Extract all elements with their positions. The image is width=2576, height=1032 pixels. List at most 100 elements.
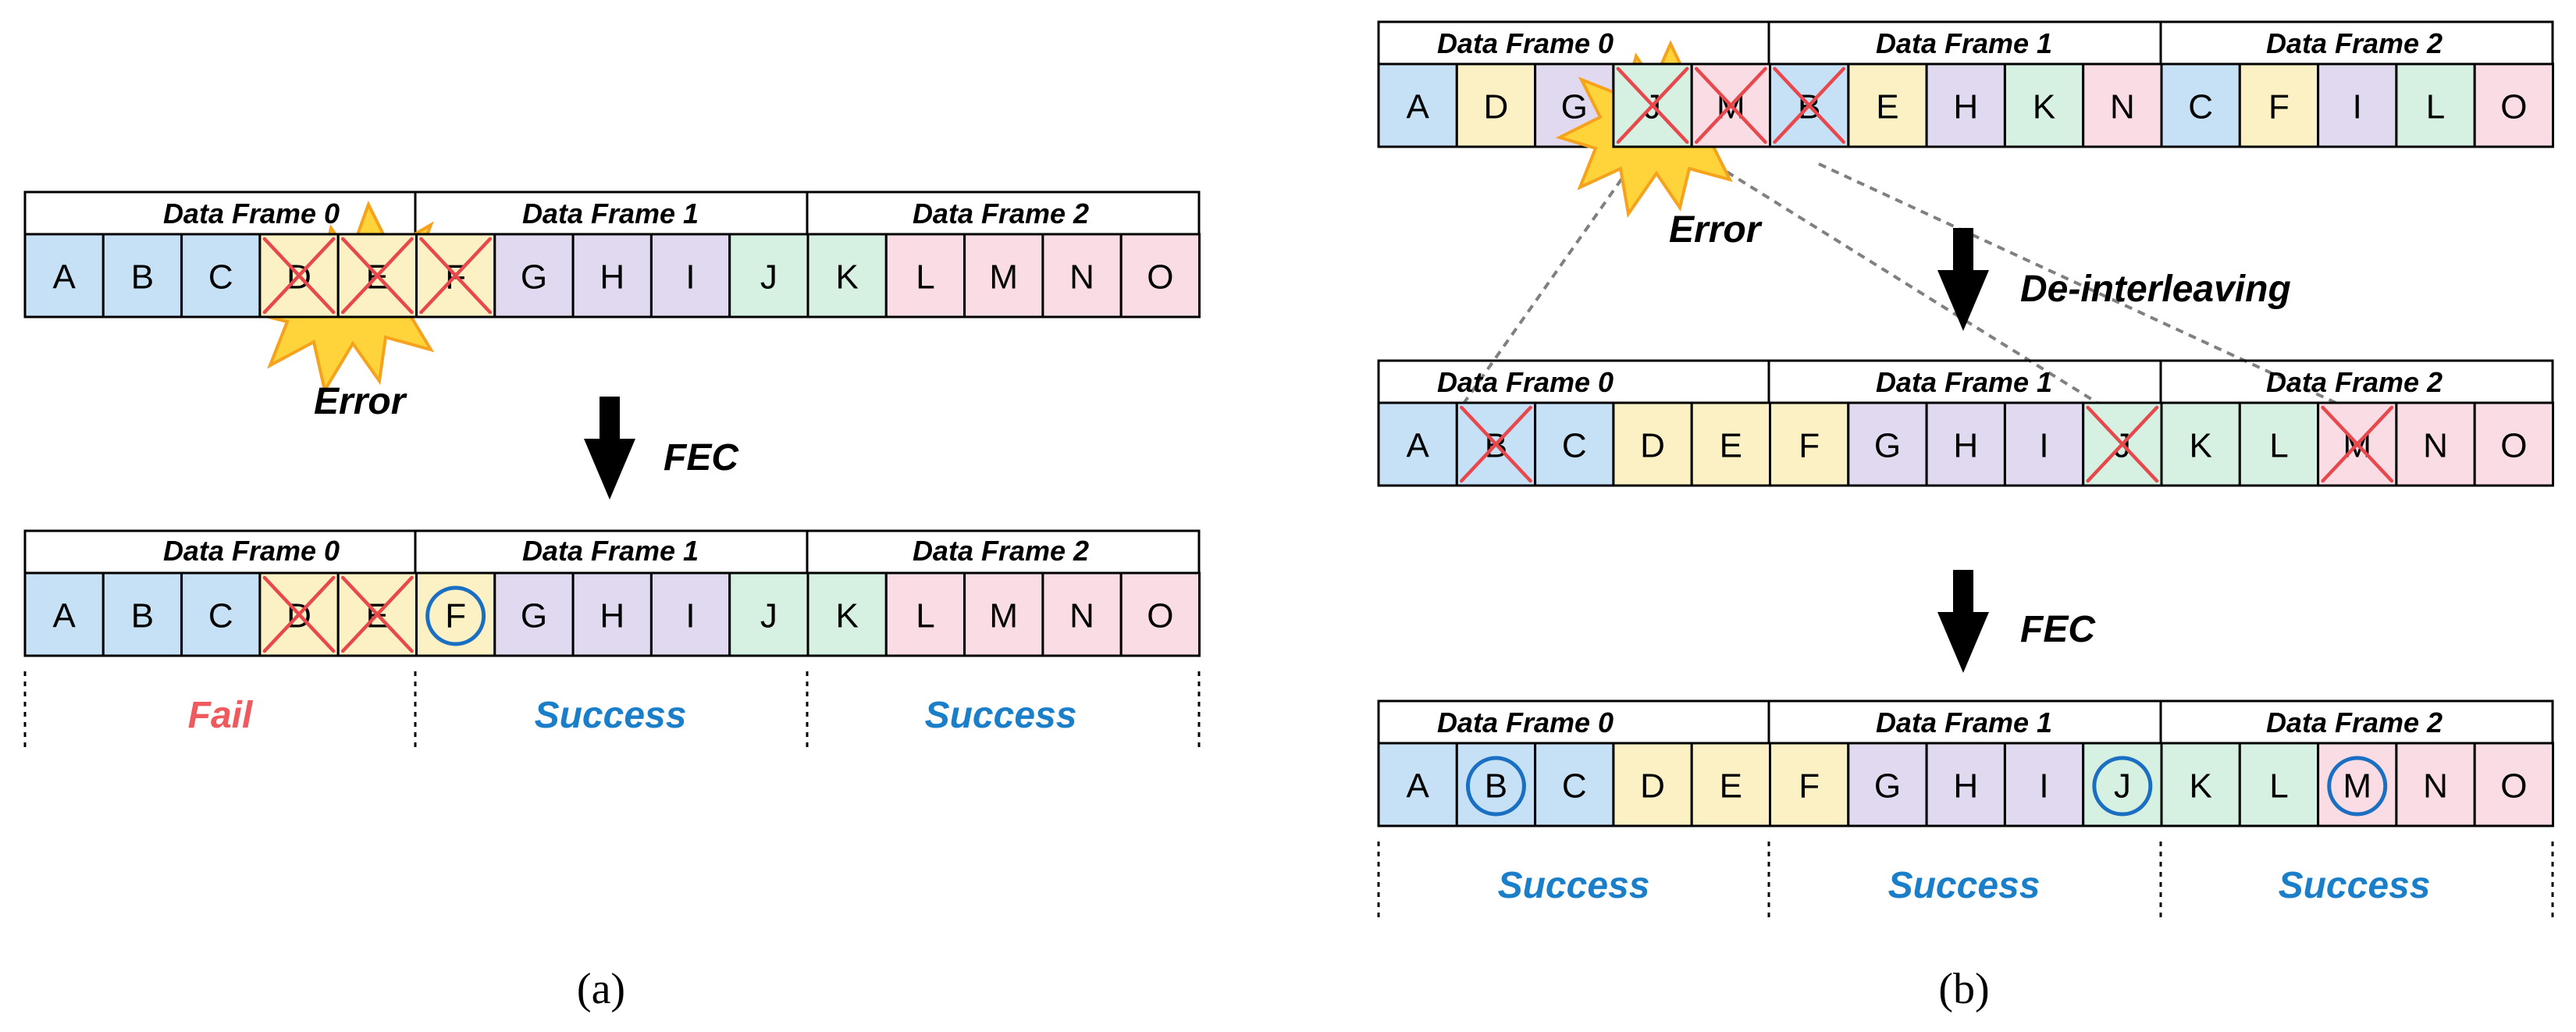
error-cross — [340, 575, 414, 653]
error-cross — [419, 237, 493, 315]
a-row1-frame-bracket — [23, 190, 1201, 234]
a-row1-cell: O — [1119, 233, 1201, 318]
b-row2-frame-label-2: Data Frame 2 — [2266, 366, 2443, 398]
b-row1-cells: ADGJMBEHKNCFILO — [1377, 62, 2554, 148]
a-row2-cell: I — [649, 571, 731, 657]
a-row1-cell: B — [101, 233, 183, 318]
b-row1-cell: I — [2317, 62, 2398, 148]
b-row1-cell-letter: H — [1953, 88, 1978, 126]
a-row2-cell-letter: C — [208, 597, 233, 635]
a-row1-cell-letter: B — [131, 258, 154, 297]
b-row2-cell-letter: H — [1953, 427, 1978, 465]
b-row1-frame-label-1: Data Frame 1 — [1876, 27, 2052, 59]
b-row3-cell: E — [1690, 742, 1771, 827]
b-row2-cell-letter: G — [1874, 427, 1901, 465]
a-row2-cell-letter: L — [916, 597, 934, 635]
b-row1-cell-letter: C — [2188, 88, 2213, 126]
a-row2-cell-letter: B — [131, 597, 154, 635]
b-row1-cell-letter: K — [2033, 88, 2055, 126]
b-row3-cell: L — [2238, 742, 2320, 827]
b-row3-cell: J — [2082, 742, 2163, 827]
error-cross — [1616, 66, 1689, 144]
b-row3-cell: A — [1377, 742, 1458, 827]
b-status-frame-0: Success — [1498, 865, 1650, 906]
a-row2-cell: L — [884, 571, 966, 657]
b-row1-frame-label-2: Data Frame 2 — [2266, 27, 2443, 59]
b-row1-cell: C — [2160, 62, 2241, 148]
a-row2-cell: F — [415, 571, 496, 657]
a-row1-cell: E — [336, 233, 418, 318]
b-row1-cell-letter: E — [1876, 88, 1898, 126]
b-row3-cell: G — [1847, 742, 1928, 827]
b-row3-cell-letter: L — [2269, 767, 2288, 806]
b-row1-cell-letter: F — [2268, 88, 2290, 126]
panel-a: Data Frame 0 Data Frame 1 Data Frame 2 A… — [23, 190, 1201, 1013]
b-row2-cell: E — [1690, 401, 1771, 487]
a-row1-frame-label-0: Data Frame 0 — [163, 198, 340, 230]
a-row1-cell-letter: C — [208, 258, 233, 297]
a-row1-cell-letter: H — [600, 258, 624, 297]
b-row3-cell: C — [1534, 742, 1615, 827]
b-down-arrow-1-icon — [1937, 228, 1989, 331]
a-row1-cell: M — [963, 233, 1044, 318]
b-status-frame-2: Success — [2279, 865, 2431, 906]
b-row3-cell-letter: G — [1874, 767, 1901, 806]
b-row2-cell-letter: O — [2500, 427, 2527, 465]
b-row3-frame-label-2: Data Frame 2 — [2266, 706, 2443, 738]
b-row2-cell: F — [1769, 401, 1850, 487]
a-row1-cell: F — [415, 233, 496, 318]
a-row1-cell-letter: A — [52, 258, 76, 297]
b-row2-cell-letter: L — [2269, 427, 2288, 465]
b-row1-cell: D — [1455, 62, 1537, 148]
b-row3-cell-letter: O — [2500, 767, 2527, 806]
b-row3-cell: F — [1769, 742, 1850, 827]
b-row2-cell: B — [1455, 401, 1537, 487]
b-row3-cell-letter: F — [1799, 767, 1820, 806]
b-row2-cell: I — [2003, 401, 2085, 487]
error-cross — [262, 575, 336, 653]
b-deinterleave-label: De-interleaving — [2020, 269, 2291, 310]
b-row2-cell-letter: N — [2423, 427, 2448, 465]
b-row2-frame-label-0: Data Frame 0 — [1437, 366, 1614, 398]
a-row1-cell-letter: M — [989, 258, 1018, 297]
a-row2-frame-label-0: Data Frame 0 — [163, 535, 340, 567]
b-fec-label: FEC — [2020, 609, 2096, 650]
b-row3-cell: B — [1455, 742, 1537, 827]
b-row1-frame-label-0: Data Frame 0 — [1437, 27, 1614, 59]
a-row2-cell: O — [1119, 571, 1201, 657]
a-row1-cell: N — [1041, 233, 1123, 318]
b-row1-cell-letter: L — [2426, 88, 2445, 126]
a-row2-cell-letter: G — [521, 597, 547, 635]
a-row2-cell: E — [336, 571, 418, 657]
b-row3-frame-label-1: Data Frame 1 — [1876, 706, 2052, 738]
b-row2-cell: H — [1925, 401, 2006, 487]
b-row3-cell-letter: C — [1562, 767, 1587, 806]
a-row2-cell-letter: I — [685, 597, 695, 635]
a-status-frame-2: Success — [925, 695, 1077, 736]
b-row2-frame-bracket — [1377, 359, 2554, 403]
b-row2-cell: A — [1377, 401, 1458, 487]
a-row2-cell: M — [963, 571, 1044, 657]
a-row1-cell-letter: N — [1069, 258, 1094, 297]
b-row1-overlay-cell: M — [1690, 62, 1771, 148]
a-status-frame-1: Success — [535, 695, 687, 736]
a-row1-cell-letter: L — [916, 258, 934, 297]
b-row1-cell-letter: A — [1406, 88, 1429, 126]
a-row1-cell-letter: G — [521, 258, 547, 297]
b-row2-cell-letter: C — [1562, 427, 1587, 465]
a-row2-cell-letter: M — [989, 597, 1018, 635]
a-row1-frame-label-1: Data Frame 1 — [522, 198, 699, 230]
a-row2-cell-letter: O — [1147, 597, 1173, 635]
b-row3-cell-letter: A — [1406, 767, 1429, 806]
b-row2-cell: C — [1534, 401, 1615, 487]
b-row3-cell-letter: K — [2189, 767, 2211, 806]
caption-b: (b) — [1938, 965, 1989, 1013]
a-row2-cell-letter: J — [760, 597, 777, 635]
a-error-label: Error — [314, 381, 407, 422]
a-row2-cell: A — [23, 571, 105, 657]
b-row1-cell: L — [2395, 62, 2476, 148]
recovered-circle — [425, 585, 486, 646]
